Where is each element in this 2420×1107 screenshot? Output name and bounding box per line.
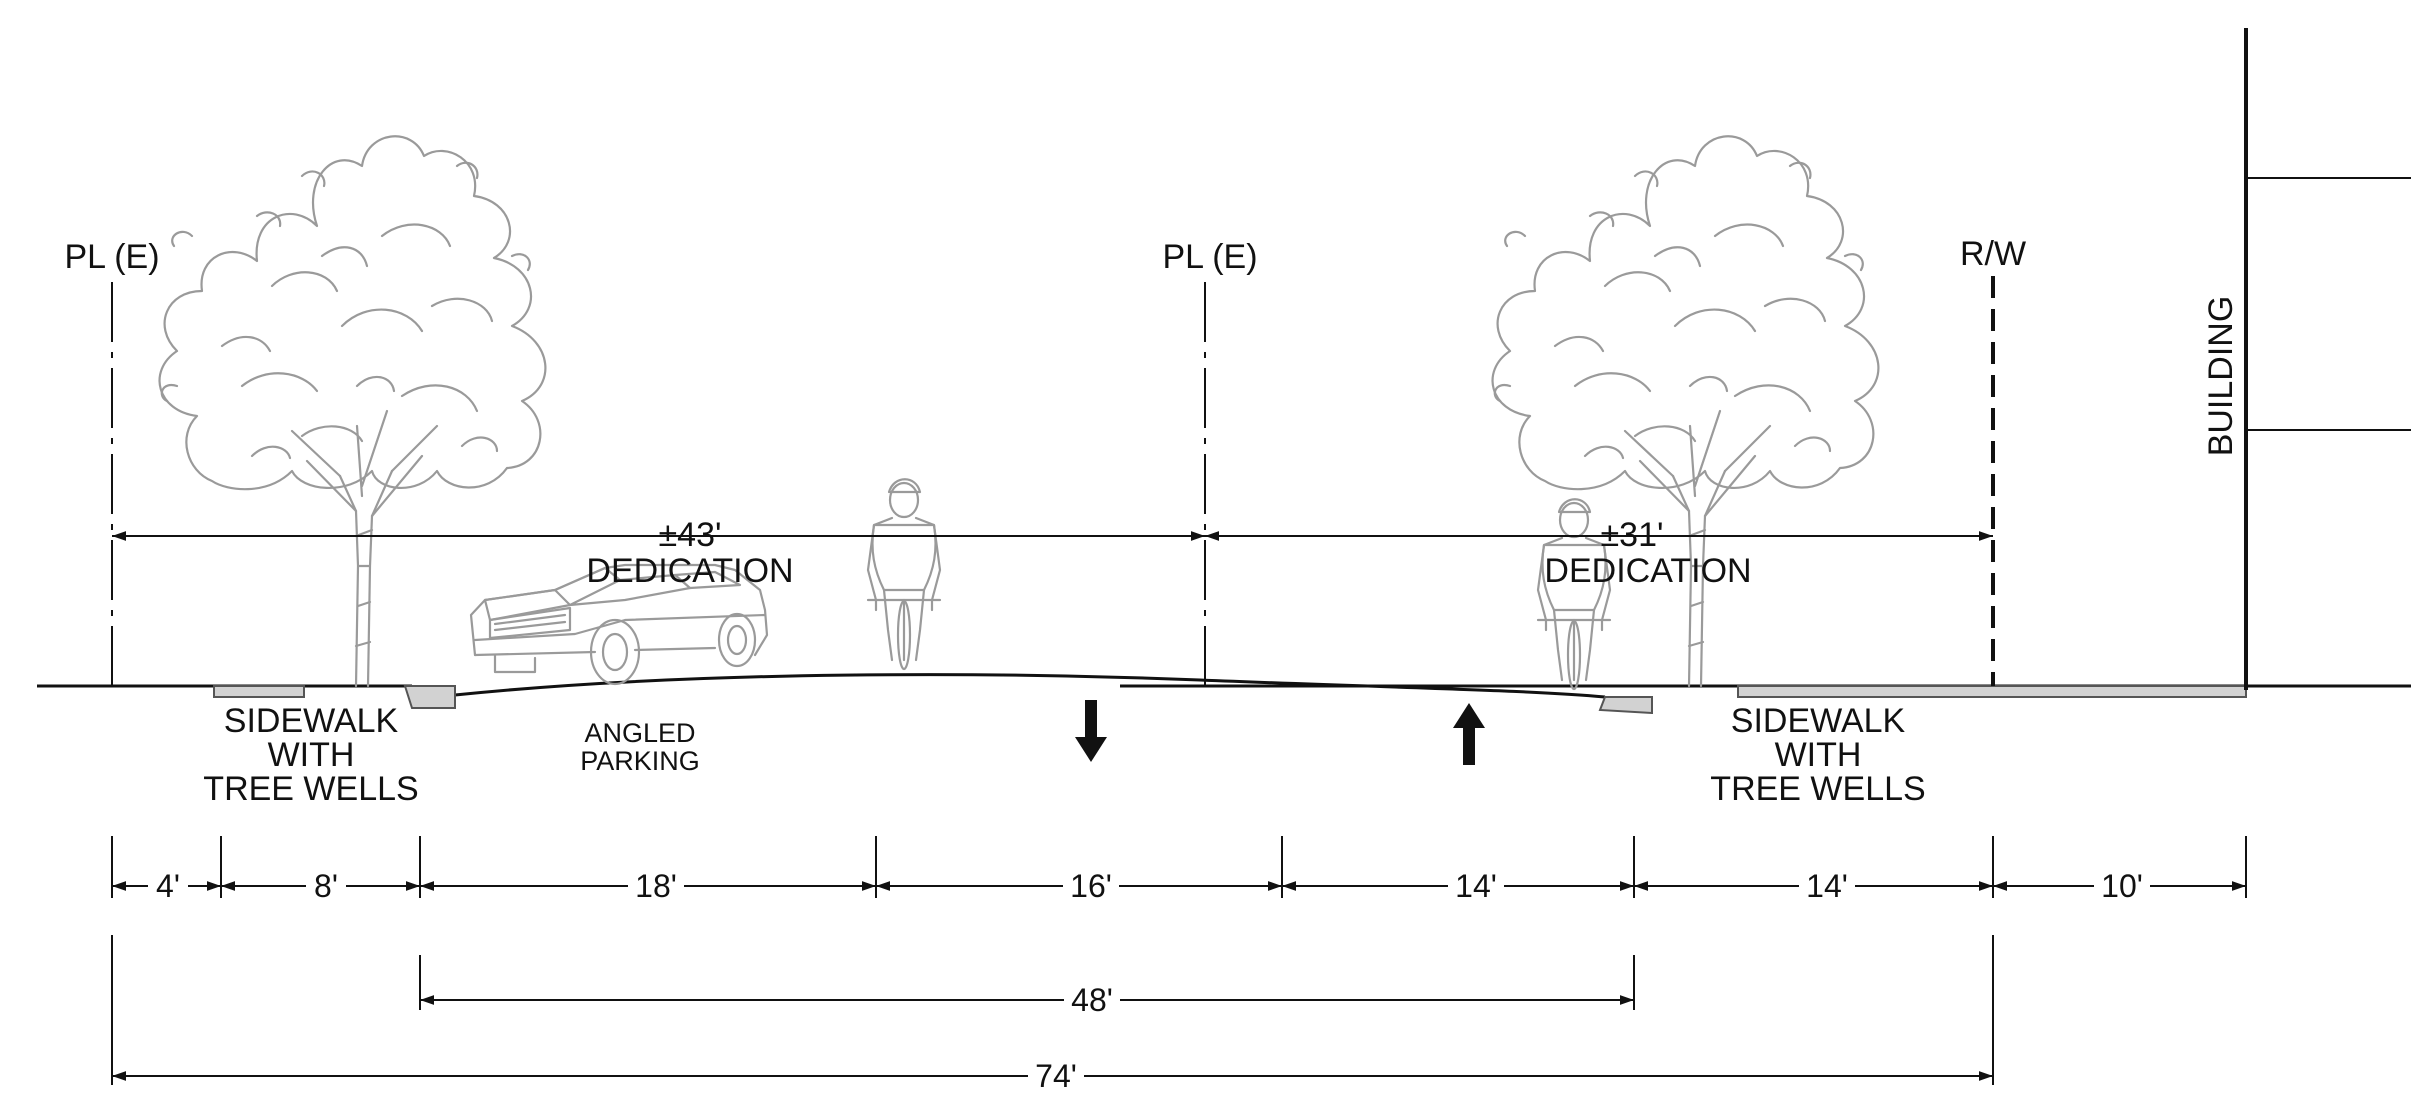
dim-segment-1: 4' (156, 868, 180, 904)
pl-center-label: PL (E) (1162, 238, 1257, 276)
svg-text:TREE WELLS: TREE WELLS (203, 770, 418, 808)
total-dimension: 74' (112, 1058, 1993, 1094)
svg-text:SIDEWALK: SIDEWALK (224, 702, 399, 740)
svg-text:WITH: WITH (1775, 736, 1862, 774)
arrow-up-icon (1453, 703, 1485, 765)
dim-segment-7: 10' (2101, 868, 2143, 904)
property-line-left: PL (E) (64, 238, 160, 686)
dim-segment-6: 14' (1806, 868, 1848, 904)
curb-to-curb-dimension: 48' (420, 982, 1634, 1018)
dedication-left-value: ±43' (659, 516, 722, 554)
dim-curb-to-curb: 48' (1071, 982, 1113, 1018)
extension-lines (111, 836, 2247, 1085)
sidewalk-left-label: SIDEWALK WITH TREE WELLS (203, 702, 418, 808)
cyclist-icon (866, 478, 942, 671)
curb-right (1598, 696, 1653, 715)
tree-icon (158, 135, 547, 688)
svg-text:PARKING: PARKING (580, 746, 700, 776)
angled-parking-label: ANGLED PARKING (580, 718, 700, 776)
building: BUILDING (2202, 28, 2411, 690)
pl-left-label: PL (E) (64, 238, 159, 276)
rw-label: R/W (1960, 235, 2026, 273)
svg-text:SIDEWALK: SIDEWALK (1731, 702, 1906, 740)
arrow-down-icon (1075, 700, 1107, 762)
dim-total: 74' (1035, 1058, 1077, 1094)
svg-text:WITH: WITH (268, 736, 355, 774)
dedication-right-value: ±31' (1601, 516, 1664, 554)
sidewalk-left-surface (213, 685, 305, 698)
dedication-right-text: DEDICATION (1544, 552, 1751, 590)
building-label: BUILDING (2202, 296, 2240, 457)
dim-segment-2: 8' (314, 868, 338, 904)
cyclist-icon (1536, 498, 1612, 691)
right-of-way-line: R/W (1960, 235, 2026, 686)
dim-segment-5: 14' (1455, 868, 1497, 904)
svg-text:ANGLED: ANGLED (584, 718, 695, 748)
dim-segment-3: 18' (635, 868, 677, 904)
dedication-right: ±31' DEDICATION (1205, 516, 1993, 590)
dim-segment-4: 16' (1070, 868, 1112, 904)
dedication-left-text: DEDICATION (586, 552, 793, 590)
sidewalk-right-surface (1737, 685, 2247, 698)
segment-dimensions: 4' 8' 18' 16' 14' 14' 10' (112, 868, 2246, 904)
svg-text:TREE WELLS: TREE WELLS (1710, 770, 1925, 808)
dedication-left: ±43' DEDICATION (112, 516, 1205, 590)
curb-left (403, 685, 456, 709)
sidewalk-right-label: SIDEWALK WITH TREE WELLS (1710, 702, 1925, 808)
car-icon (469, 563, 769, 686)
property-line-center: PL (E) (1162, 238, 1258, 686)
